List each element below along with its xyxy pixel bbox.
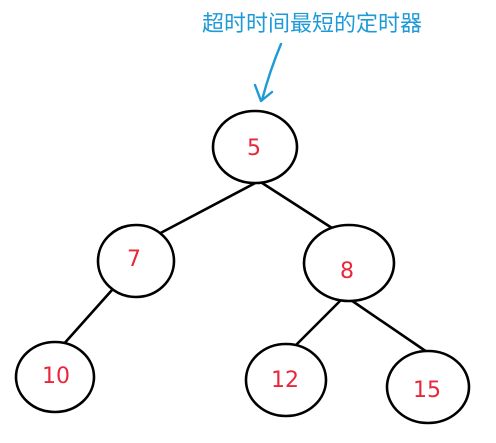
tree-node-right: 8 bbox=[302, 223, 396, 303]
tree-node-left: 7 bbox=[96, 223, 176, 299]
tree-node-right-right: 15 bbox=[385, 349, 471, 425]
node-value: 5 bbox=[247, 136, 261, 161]
node-shape bbox=[96, 223, 176, 299]
annotation-label: 超时时间最短的定时器 bbox=[202, 12, 422, 37]
node-value: 15 bbox=[413, 378, 441, 403]
edge-8-12 bbox=[294, 294, 347, 347]
edge-5-7 bbox=[151, 179, 261, 239]
edge-8-15 bbox=[343, 294, 429, 354]
edge-5-8 bbox=[257, 179, 334, 230]
node-value: 7 bbox=[127, 247, 141, 272]
annotation-arrow bbox=[253, 42, 283, 103]
node-shape bbox=[14, 340, 96, 414]
node-value: 8 bbox=[340, 259, 354, 284]
node-shape bbox=[244, 342, 328, 418]
tree-node-left-left: 10 bbox=[14, 340, 96, 414]
node-shape bbox=[385, 349, 471, 425]
tree-node-right-left: 12 bbox=[244, 342, 328, 418]
edge-7-10 bbox=[60, 288, 114, 348]
node-shape bbox=[211, 109, 299, 185]
node-value: 10 bbox=[42, 364, 70, 389]
tree-node-root: 5 bbox=[211, 109, 299, 185]
node-value: 12 bbox=[271, 368, 299, 393]
node-shape bbox=[302, 223, 396, 303]
